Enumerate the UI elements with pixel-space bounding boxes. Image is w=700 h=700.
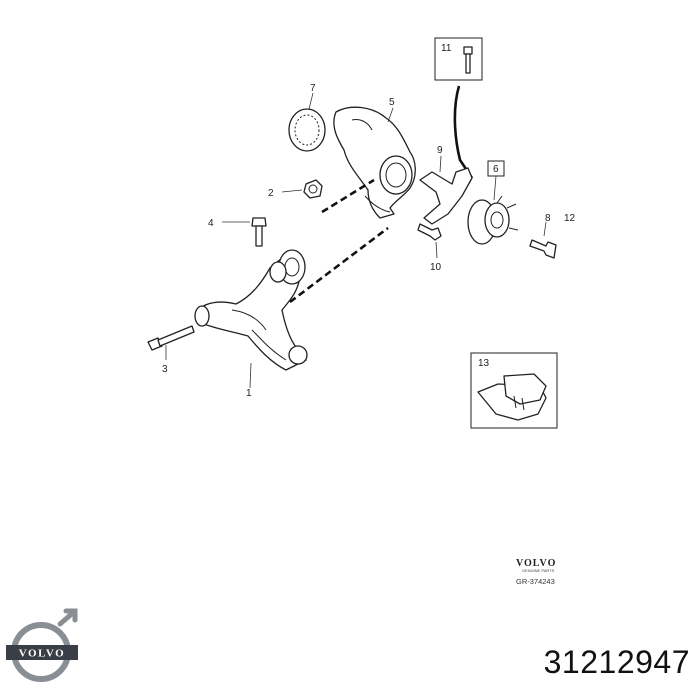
vertical-bolt-part: 4 [208, 217, 267, 247]
diagram-footer: VOLVO GENUINE PARTS GR-374243 [516, 558, 556, 586]
callout-7-label: 7 [310, 83, 316, 94]
nut-part: 2 [268, 179, 323, 199]
seal-ring-part: 7 [288, 83, 326, 152]
logo-band [6, 645, 78, 660]
wheel-hub-part: 6 [467, 160, 519, 245]
callout-5-label: 5 [389, 97, 395, 108]
footer-subtitle: GENUINE PARTS [522, 568, 555, 573]
callout-13-group: 13 [470, 352, 558, 429]
arm-bolt-part: 3 [147, 325, 195, 375]
steering-knuckle-part: 5 [333, 97, 416, 219]
sensor-bracket-part: 9 [419, 145, 473, 225]
footer-brand: VOLVO [516, 558, 556, 569]
callout-9-label: 9 [437, 145, 443, 156]
volvo-logo: VOLVO [6, 608, 78, 682]
sensor-cable [453, 85, 474, 179]
callout-2-label: 2 [268, 188, 274, 199]
callout-11-group: 11 [434, 37, 483, 179]
hub-bolt-part: 8 12 [529, 213, 576, 259]
bolt-icon [463, 46, 473, 74]
callout-11-label: 11 [441, 43, 452, 54]
callout-12-label: 12 [564, 213, 576, 224]
callout-4-label: 4 [208, 218, 214, 229]
logo-text: VOLVO [19, 648, 65, 660]
assembly-lines [289, 178, 389, 304]
callout-3-label: 3 [162, 364, 168, 375]
part-number: 31212947 [543, 644, 690, 680]
callout-8-label: 8 [545, 213, 551, 224]
small-bolt-part: 10 [417, 223, 442, 273]
callout-6-label: 6 [493, 164, 499, 175]
callout-13-label: 13 [478, 358, 490, 369]
logo-arrow [57, 608, 78, 627]
cover-plate-part [477, 373, 547, 421]
control-arm-part: 1 [194, 249, 308, 399]
footer-reference: GR-374243 [516, 577, 555, 586]
callout-11-box [434, 37, 483, 81]
callout-1-label: 1 [246, 388, 252, 399]
callout-10-label: 10 [430, 262, 442, 273]
